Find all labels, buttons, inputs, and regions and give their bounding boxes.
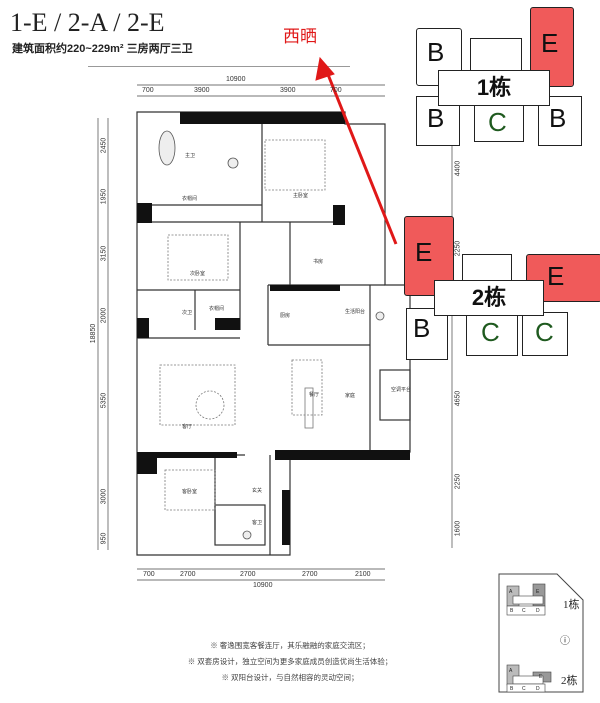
room-second-bath: 次卫 [182,310,193,316]
unit-type-title: 1-E / 2-A / 2-E [10,8,165,37]
unit-label: C [488,107,507,137]
west-sun-label: 西晒 [283,27,317,46]
dim-bottom: 2700 [180,571,196,578]
room-second-closet: 衣帽间 [209,306,225,312]
room-guest-bath: 客卫 [252,520,263,526]
mini-unit: E [539,674,543,680]
feature-note: ※ 双套房设计，独立空间为更多家庭成员创造优尚生活体验； [187,657,393,666]
dim-top: 3900 [280,87,296,94]
header-rule [88,66,350,67]
dim-top: 3900 [194,87,210,94]
dim-bottom: 700 [143,571,155,578]
unit-block-highlight: E [530,7,574,87]
room-dining: 餐厅 [309,392,320,398]
building-label-text: 1栋 [476,75,512,100]
building-1-diagram: B E B C B 1栋 [410,4,600,146]
building-1-label: 1栋 [438,70,550,106]
room-kitchen: 厨房 [280,313,291,319]
unit-block: C [466,312,518,356]
dimension-lines [97,84,453,581]
mini-unit: B [510,686,514,692]
dim-left: 3000 [100,488,108,505]
room-utility-balcony: 生活阳台 [345,309,366,315]
unit-label: B [413,313,431,343]
room-service-platform: 空调平台 [391,387,412,393]
dim-bottom-total: 10900 [253,582,273,589]
mini-unit: A [509,668,513,674]
dim-right: 4650 [454,390,462,407]
room-master-bedroom: 主卧室 [293,193,309,199]
dim-left-total: 18850 [90,323,98,344]
unit-block: C [522,312,568,356]
mini-map-outline [498,573,584,693]
dim-left: 950 [100,532,108,545]
fixtures [158,130,385,540]
unit-label: C [535,317,554,347]
unit-label: E [541,28,559,58]
dim-top-total: 10900 [226,76,246,83]
building-2-diagram: E E B C C 2栋 [400,212,600,362]
room-second-bedroom: 次卧室 [190,271,206,277]
mini-unit: A [509,589,513,595]
dim-right: 1600 [454,520,462,537]
unit-label: C [481,317,500,347]
unit-block: B [406,308,448,360]
mini-building-2: 2栋 [561,675,578,687]
dim-left: 2450 [100,137,108,154]
dim-top: 700 [330,87,342,94]
room-entry: 玄关 [252,488,263,494]
dim-right: 2250 [454,473,462,490]
mini-building-1: 1栋 [563,599,580,611]
mini-unit: B [510,608,514,614]
dim-left: 2000 [100,307,108,324]
building-label-text: 2栋 [471,285,507,310]
room-family: 家庭 [345,393,356,399]
dim-bottom: 2700 [302,571,318,578]
mini-unit: E [536,589,540,595]
feature-note: ※ 双阳台设计，与自然相容的灵动空间； [221,673,359,682]
building-2-label: 2栋 [434,280,544,316]
west-sun-arrow [315,56,398,245]
feature-note: ※ 奢逸围宽客餐连厅，其乐融融的家庭交流区； [210,641,370,650]
unit-label: B [427,103,445,133]
mini-unit: D [536,686,540,692]
room-master-bath: 主卫 [185,153,196,159]
dim-left: 1950 [100,188,108,205]
dim-right: 4400 [454,160,462,177]
unit-label: B [427,37,445,67]
dim-bottom: 2100 [355,571,371,578]
dim-left: 3150 [100,245,108,262]
unit-label: B [549,103,567,133]
dim-bottom: 2700 [240,571,256,578]
compass-icon: ⓘ [560,636,570,647]
unit-label: E [547,261,565,291]
room-study: 书房 [313,259,324,265]
room-master-closet: 衣帽间 [182,196,198,202]
mini-unit: D [536,608,540,614]
unit-label: E [415,237,433,267]
room-living: 客厅 [182,424,193,430]
structural-walls [137,112,410,545]
mini-site-map: A E B C D A E B C D 1栋 2栋 ⓘ [497,572,585,694]
dim-left: 5350 [100,392,108,409]
dim-top: 700 [142,87,154,94]
furniture [159,139,326,511]
mini-unit: C [522,608,526,614]
unit-block: C [474,104,524,142]
mini-unit: C [522,686,526,692]
room-guest-bedroom: 客卧室 [182,489,198,495]
area-subtitle: 建筑面积约220~229m² 三房两厅三卫 [12,43,193,55]
